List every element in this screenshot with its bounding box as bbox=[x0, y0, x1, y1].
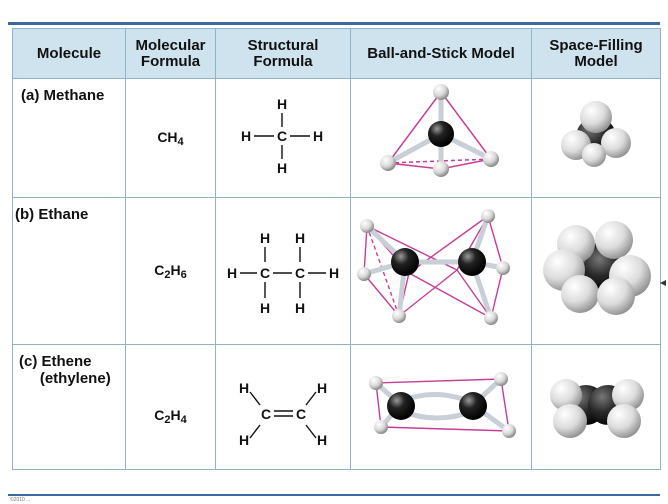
header-ball-and-stick: Ball-and-Stick Model bbox=[350, 28, 532, 79]
carbon-ball bbox=[428, 121, 454, 147]
structural-formula-ethene: H H C C H H bbox=[239, 380, 327, 448]
hydrogen-sphere bbox=[580, 101, 612, 133]
atom-label: H bbox=[313, 128, 323, 144]
row-methane: (a) Methane CH4 H H C H H bbox=[12, 78, 661, 198]
atom-label: H bbox=[241, 128, 251, 144]
hydrogen-ball bbox=[496, 261, 510, 275]
bond-line bbox=[305, 424, 317, 439]
atom-label: H bbox=[260, 300, 270, 316]
hydrogen-ball bbox=[380, 155, 396, 171]
structural-formula-methane: H H C H H bbox=[241, 96, 323, 176]
tetrahedron-edge bbox=[366, 225, 400, 317]
atom-label: H bbox=[329, 265, 339, 281]
tetrahedron-edge bbox=[398, 269, 458, 317]
atom-label: C bbox=[296, 406, 306, 422]
molecule-name: (b) Ethane bbox=[15, 206, 89, 223]
hydrogen-sphere bbox=[601, 128, 631, 158]
hydrogen-ball bbox=[357, 267, 371, 281]
atom-label: H bbox=[295, 300, 305, 316]
cell-molecule: (b) Ethane bbox=[12, 197, 126, 345]
hydrogen-sphere bbox=[582, 143, 606, 167]
atom-label: C bbox=[260, 265, 270, 281]
molecule-name: (a) Methane bbox=[21, 87, 105, 104]
atom-label: H bbox=[227, 265, 237, 281]
hydrogen-sphere bbox=[597, 277, 635, 315]
cell-space-filling bbox=[531, 197, 661, 345]
atom-label: H bbox=[239, 432, 249, 448]
carbon-ball bbox=[391, 248, 419, 276]
hydrogen-sphere bbox=[553, 404, 587, 438]
header-space-filling: Space-Filling Model bbox=[531, 28, 661, 79]
atom-label: H bbox=[277, 96, 287, 112]
header-molecular-formula: Molecular Formula bbox=[125, 28, 216, 79]
molecular-formula: CH4 bbox=[157, 129, 184, 148]
hydrogen-sphere bbox=[607, 404, 641, 438]
hydrogen-sphere bbox=[612, 379, 644, 411]
space-filling-ethene bbox=[550, 379, 644, 438]
ball-and-stick-ethene bbox=[369, 372, 516, 438]
hydrogen-ball bbox=[484, 311, 498, 325]
bond-line bbox=[249, 424, 261, 439]
ball-and-stick-ethane bbox=[357, 209, 510, 325]
left-arrow-icon bbox=[660, 280, 666, 286]
cell-ball-and-stick bbox=[350, 344, 532, 470]
cell-molecular-formula: CH4 bbox=[125, 78, 216, 198]
hydrogen-ball bbox=[481, 209, 495, 223]
hydrogen-ball bbox=[502, 424, 516, 438]
atom-label: C bbox=[295, 265, 305, 281]
atom-label: H bbox=[317, 432, 327, 448]
hydrogen-ball bbox=[483, 151, 499, 167]
header-row: Molecule Molecular Formula Structural Fo… bbox=[12, 28, 661, 79]
cell-molecular-formula: C2H4 bbox=[125, 344, 216, 470]
cell-space-filling bbox=[531, 344, 661, 470]
molecular-formula: C2H4 bbox=[154, 407, 187, 426]
header-structural-formula: Structural Formula bbox=[215, 28, 351, 79]
hydrogen-ball bbox=[374, 420, 388, 434]
hydrogen-ball bbox=[433, 84, 449, 100]
space-filling-methane bbox=[561, 101, 631, 167]
row-ethane: (b) Ethane C2H6 H H H C C H H H bbox=[12, 197, 661, 345]
atom-label: H bbox=[317, 380, 327, 396]
hydrogen-ball bbox=[369, 376, 383, 390]
cell-structural-formula: H H C C H H bbox=[215, 344, 351, 470]
cell-ball-and-stick bbox=[350, 78, 532, 198]
carbon-ball bbox=[458, 248, 486, 276]
atom-label: H bbox=[295, 230, 305, 246]
hydrogen-sphere bbox=[595, 221, 633, 259]
hydrocarbon-table: Molecule Molecular Formula Structural Fo… bbox=[12, 28, 661, 470]
carbon-ball bbox=[387, 392, 415, 420]
cell-molecule: (a) Methane bbox=[12, 78, 126, 198]
atom-label: C bbox=[261, 406, 271, 422]
carbon-ball bbox=[459, 392, 487, 420]
atom-label: H bbox=[277, 160, 287, 176]
bottom-rule bbox=[8, 494, 660, 496]
cell-structural-formula: H H C H H bbox=[215, 78, 351, 198]
cell-molecular-formula: C2H6 bbox=[125, 197, 216, 345]
tetrahedron-edge bbox=[408, 272, 492, 319]
bond-line bbox=[305, 391, 317, 406]
cell-space-filling bbox=[531, 78, 661, 198]
bond-line bbox=[249, 391, 261, 406]
cell-structural-formula: H H H C C H H H bbox=[215, 197, 351, 345]
hydrogen-sphere bbox=[550, 379, 582, 411]
molecular-formula: C2H6 bbox=[154, 262, 187, 281]
ball-and-stick-methane bbox=[380, 84, 499, 177]
atom-label: H bbox=[239, 380, 249, 396]
hydrogen-sphere bbox=[561, 275, 599, 313]
header-molecule: Molecule bbox=[12, 28, 126, 79]
hydrogen-ball bbox=[360, 219, 374, 233]
copyright-footnote: ©2010 ... bbox=[10, 497, 31, 503]
cell-ball-and-stick bbox=[350, 197, 532, 345]
cell-molecule: (c) Ethene (ethylene) bbox=[12, 344, 126, 470]
hydrogen-ball bbox=[392, 309, 406, 323]
atom-label: H bbox=[260, 230, 270, 246]
hydrogen-ball bbox=[494, 372, 508, 386]
space-filling-ethane bbox=[543, 221, 651, 315]
hydrogen-ball bbox=[433, 161, 449, 177]
molecule-name: (c) Ethene (ethylene) bbox=[19, 353, 111, 387]
structural-formula-ethane: H H H C C H H H bbox=[227, 230, 339, 316]
row-ethene: (c) Ethene (ethylene) C2H4 H H C C H H bbox=[12, 344, 661, 470]
top-rule bbox=[8, 22, 660, 25]
atom-label: C bbox=[277, 128, 287, 144]
